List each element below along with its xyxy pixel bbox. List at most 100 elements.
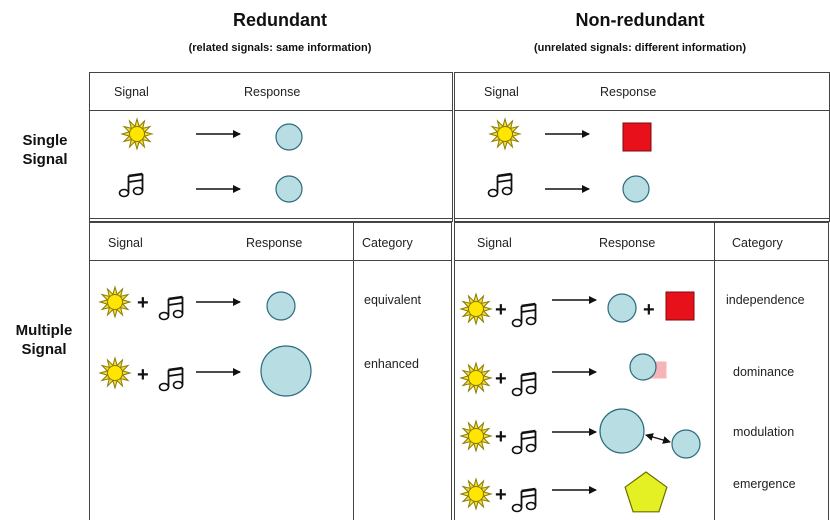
note-head	[525, 385, 537, 395]
music-note-icon	[487, 172, 513, 198]
note-head	[158, 382, 170, 392]
pentagon-icon	[624, 471, 668, 513]
sun-disc	[107, 294, 123, 310]
redundant-multi-right-border	[451, 222, 452, 520]
sun-icon	[98, 356, 132, 390]
sun-icon	[459, 292, 493, 326]
sun-icon	[488, 117, 522, 151]
nonredundant-single-header-divider	[454, 110, 829, 111]
note-head	[501, 186, 513, 196]
redundant-multi-response-header: Response	[246, 236, 303, 250]
note-head	[172, 309, 184, 319]
music-note-icon	[158, 366, 184, 392]
note-beam	[521, 494, 536, 498]
note-head	[487, 188, 499, 198]
double-arrow-icon	[645, 433, 671, 444]
music-note-icon	[511, 302, 537, 328]
note-beam	[497, 179, 512, 183]
note-head	[118, 188, 130, 198]
sun-icon	[98, 285, 132, 319]
category-dominance: dominance	[733, 365, 795, 379]
nonredundant-multi-category-header: Category	[732, 236, 783, 250]
nonredundant-category-divider	[714, 222, 715, 520]
nonredundant-single-response-header: Response	[600, 85, 657, 99]
music-note-icon	[511, 487, 537, 513]
nonredundant-multi-left-border	[454, 222, 455, 520]
note-head	[525, 443, 537, 453]
circle-icon	[629, 353, 657, 381]
sun-icon	[459, 477, 493, 511]
redundant-subtitle: (related signals: same information)	[188, 42, 372, 54]
note-beam	[521, 487, 536, 493]
category-enhanced: enhanced	[364, 357, 419, 371]
nonredundant-multi-right-border	[828, 222, 829, 520]
nonredundant-section-separator	[454, 218, 829, 223]
music-note-icon	[511, 429, 537, 455]
note-head	[172, 380, 184, 390]
note-head	[525, 316, 537, 326]
music-note-icon	[118, 172, 144, 198]
note-beam	[521, 429, 536, 435]
note-head	[511, 445, 523, 455]
redundant-single-header-divider	[89, 110, 452, 111]
redundant-multi-header-divider	[89, 260, 452, 261]
circle-icon	[671, 429, 701, 459]
circle-icon	[275, 123, 303, 151]
plus-sign: +	[137, 364, 149, 386]
redundant-section-separator	[89, 218, 452, 223]
square-icon	[665, 291, 695, 321]
note-beam	[168, 373, 183, 377]
sun-icon	[120, 117, 154, 151]
plus-sign: +	[137, 292, 149, 314]
sun-disc	[468, 370, 484, 386]
note-head	[158, 311, 170, 321]
circle-icon	[275, 175, 303, 203]
sun-disc	[468, 486, 484, 502]
nonredundant-title: Non-redundant	[575, 10, 705, 30]
note-beam	[128, 172, 143, 178]
circle-icon	[599, 408, 645, 454]
note-head	[525, 501, 537, 511]
nonredundant-multi-header-divider	[454, 260, 829, 261]
note-beam	[168, 302, 183, 306]
plus-sign: +	[643, 299, 655, 321]
category-modulation: modulation	[733, 425, 795, 439]
music-note-icon	[158, 295, 184, 321]
circle-icon	[266, 291, 296, 321]
note-beam	[521, 309, 536, 313]
redundant-single-panel	[89, 72, 453, 222]
note-head	[511, 318, 523, 328]
category-emergence: emergence	[733, 477, 796, 491]
note-head	[511, 503, 523, 513]
note-beam	[497, 172, 512, 178]
plus-sign: +	[495, 368, 507, 390]
note-beam	[521, 378, 536, 382]
note-beam	[128, 179, 143, 183]
sun-icon	[459, 361, 493, 395]
note-beam	[521, 371, 536, 377]
circle-icon	[260, 345, 312, 397]
sun-disc	[497, 126, 513, 142]
note-beam	[521, 436, 536, 440]
nonredundant-multi-response-header: Response	[599, 236, 656, 250]
nonredundant-multi-signal-header: Signal	[477, 236, 512, 250]
nonredundant-subtitle: (unrelated signals: different informatio…	[533, 42, 747, 54]
category-independence: independence	[726, 293, 805, 307]
circle-icon	[607, 293, 637, 323]
category-equivalent: equivalent	[364, 293, 421, 307]
note-head	[132, 186, 144, 196]
note-beam	[168, 295, 183, 301]
plus-sign: +	[495, 299, 507, 321]
sun-disc	[468, 428, 484, 444]
sun-disc	[129, 126, 145, 142]
redundant-multi-signal-header: Signal	[108, 236, 143, 250]
sun-disc	[107, 365, 123, 381]
redundant-single-response-header: Response	[244, 85, 301, 99]
sun-disc	[468, 301, 484, 317]
plus-sign: +	[495, 484, 507, 506]
